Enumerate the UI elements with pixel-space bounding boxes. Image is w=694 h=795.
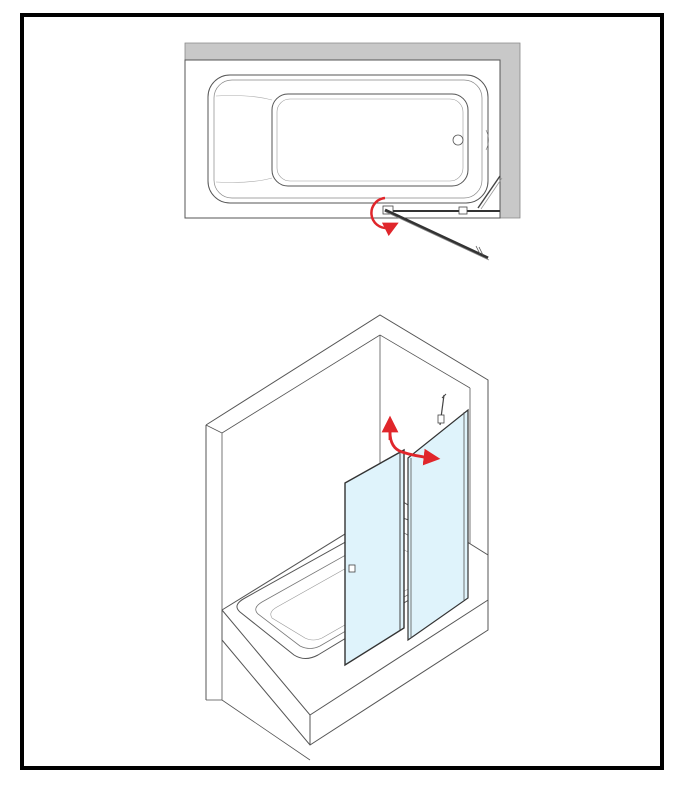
swing-panel-top	[384, 208, 489, 260]
isometric-view	[205, 314, 489, 761]
wall-left-outline	[205, 314, 489, 555]
swing-arrow-icon	[388, 431, 441, 466]
tub-rim-inner	[213, 79, 483, 199]
tub-rim-outer	[207, 74, 489, 204]
top-view	[184, 42, 521, 261]
fixed-glass-panel	[407, 408, 469, 642]
bath-outline-top	[184, 59, 501, 219]
swing-glass-panel	[344, 448, 405, 667]
rotate-arrow-icon	[370, 196, 399, 237]
handle-icon	[348, 564, 356, 573]
tub-basin	[271, 93, 469, 187]
drain-icon	[452, 134, 464, 146]
